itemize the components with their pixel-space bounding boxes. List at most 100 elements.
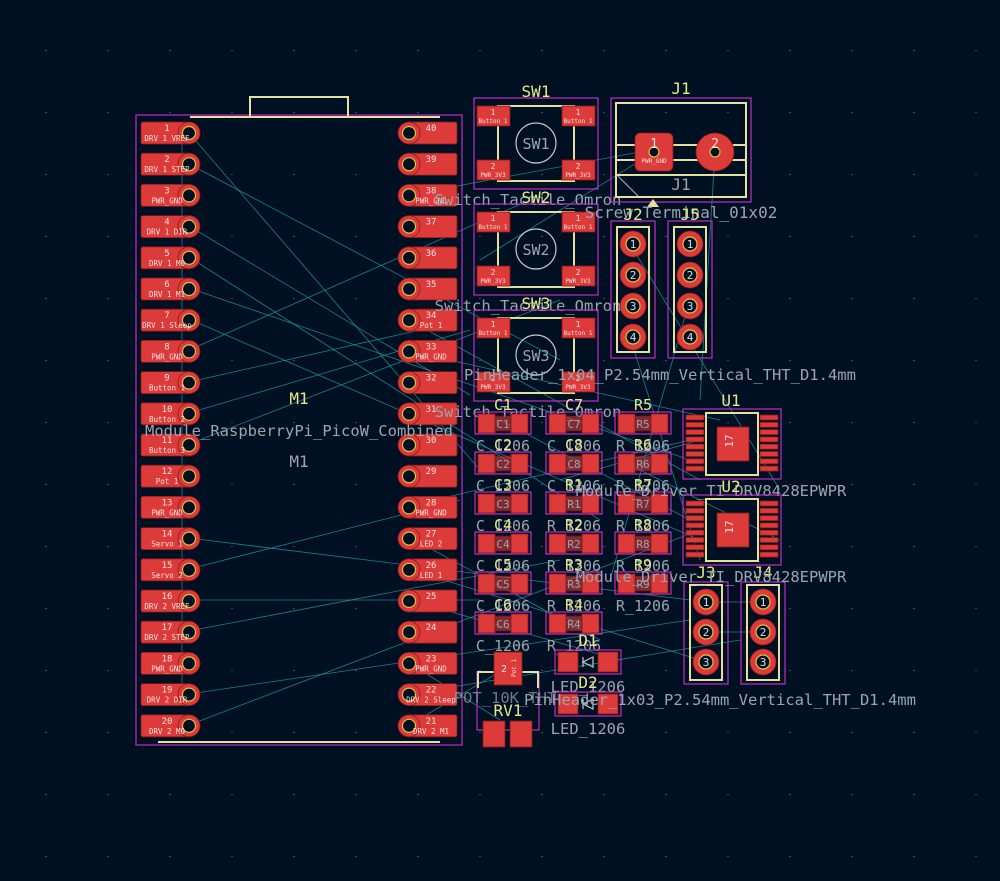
switch-pad[interactable] [561, 159, 596, 181]
driver-pin[interactable] [759, 465, 779, 472]
rv1-pad-wiper[interactable] [493, 651, 523, 686]
driver-pin[interactable] [759, 500, 779, 507]
led-pad-1[interactable] [557, 693, 579, 715]
driver-pin[interactable] [759, 458, 779, 465]
passive-pad-1[interactable] [477, 413, 496, 434]
driver-pin[interactable] [759, 544, 779, 551]
driver-pin[interactable] [759, 529, 779, 536]
driver-pin[interactable] [685, 529, 705, 536]
passive-pad-1[interactable] [617, 453, 636, 474]
driver-pin[interactable] [685, 522, 705, 529]
driver-pin[interactable] [759, 507, 779, 514]
m1-pin[interactable]: 37 [397, 215, 458, 239]
switch-pad[interactable] [476, 159, 511, 181]
led-pad-2[interactable] [597, 651, 619, 673]
driver-pin[interactable] [759, 443, 779, 450]
switch-pad[interactable] [476, 211, 511, 233]
passive-pad-1[interactable] [548, 493, 567, 514]
m1-pin[interactable]: 31 [397, 402, 458, 426]
passive-pad-2[interactable] [650, 453, 669, 474]
driver-pin[interactable] [759, 451, 779, 457]
switch-pad[interactable] [561, 211, 596, 233]
driver-pin[interactable] [685, 544, 705, 551]
driver-thermal-pad[interactable] [716, 512, 750, 548]
led-pad-1[interactable] [557, 651, 579, 673]
passive-pad-1[interactable] [548, 453, 567, 474]
driver-pin[interactable] [685, 429, 705, 436]
passive-pad-1[interactable] [477, 533, 496, 554]
driver-pin[interactable] [759, 414, 779, 421]
driver-pin[interactable] [685, 458, 705, 465]
driver-pin[interactable] [685, 551, 705, 558]
driver-pin[interactable] [685, 515, 705, 521]
passive-pad-1[interactable] [617, 533, 636, 554]
driver-pin[interactable] [759, 429, 779, 436]
driver-pin[interactable] [759, 537, 779, 543]
passive-pad-2[interactable] [510, 413, 529, 434]
passive-pad-2[interactable] [510, 493, 529, 514]
m1-pin[interactable]: 40 [397, 121, 458, 145]
driver-pin[interactable] [685, 500, 705, 507]
m1-pin[interactable]: 24 [397, 620, 458, 644]
passive-pad-2[interactable] [581, 533, 600, 554]
passive-pad-1[interactable] [548, 533, 567, 554]
passive-pad-2[interactable] [581, 413, 600, 434]
switch-pad[interactable] [561, 265, 596, 287]
passive-pad-1[interactable] [477, 493, 496, 514]
m1-pin[interactable]: 29 [397, 464, 458, 488]
m1-pin[interactable]: 25 [397, 589, 458, 613]
pot-rv1[interactable]: 2 Pot 1 RV1 [476, 651, 540, 748]
driver-pin[interactable] [685, 414, 705, 421]
driver-pin[interactable] [685, 421, 705, 428]
switch-pad[interactable] [476, 371, 511, 393]
driver-pin[interactable] [685, 436, 705, 443]
terminal-j1[interactable]: 1 PWR_GND 2 J1 J1 Screw_Terminal_01x02 [585, 79, 778, 222]
driver-pin[interactable] [759, 421, 779, 428]
passive-pad-2[interactable] [510, 573, 529, 594]
switch-pad[interactable] [476, 265, 511, 287]
driver-pin[interactable] [685, 507, 705, 514]
switch-pad[interactable] [561, 371, 596, 393]
switch-pad[interactable] [561, 105, 596, 127]
passive-pad-2[interactable] [510, 533, 529, 554]
m1-pin[interactable]: 39 [397, 152, 458, 176]
m1-pin[interactable]: 30 [397, 433, 458, 457]
m1-pin[interactable]: 35 [397, 277, 458, 301]
passive-pad-2[interactable] [581, 453, 600, 474]
led-pad-2[interactable] [597, 693, 619, 715]
